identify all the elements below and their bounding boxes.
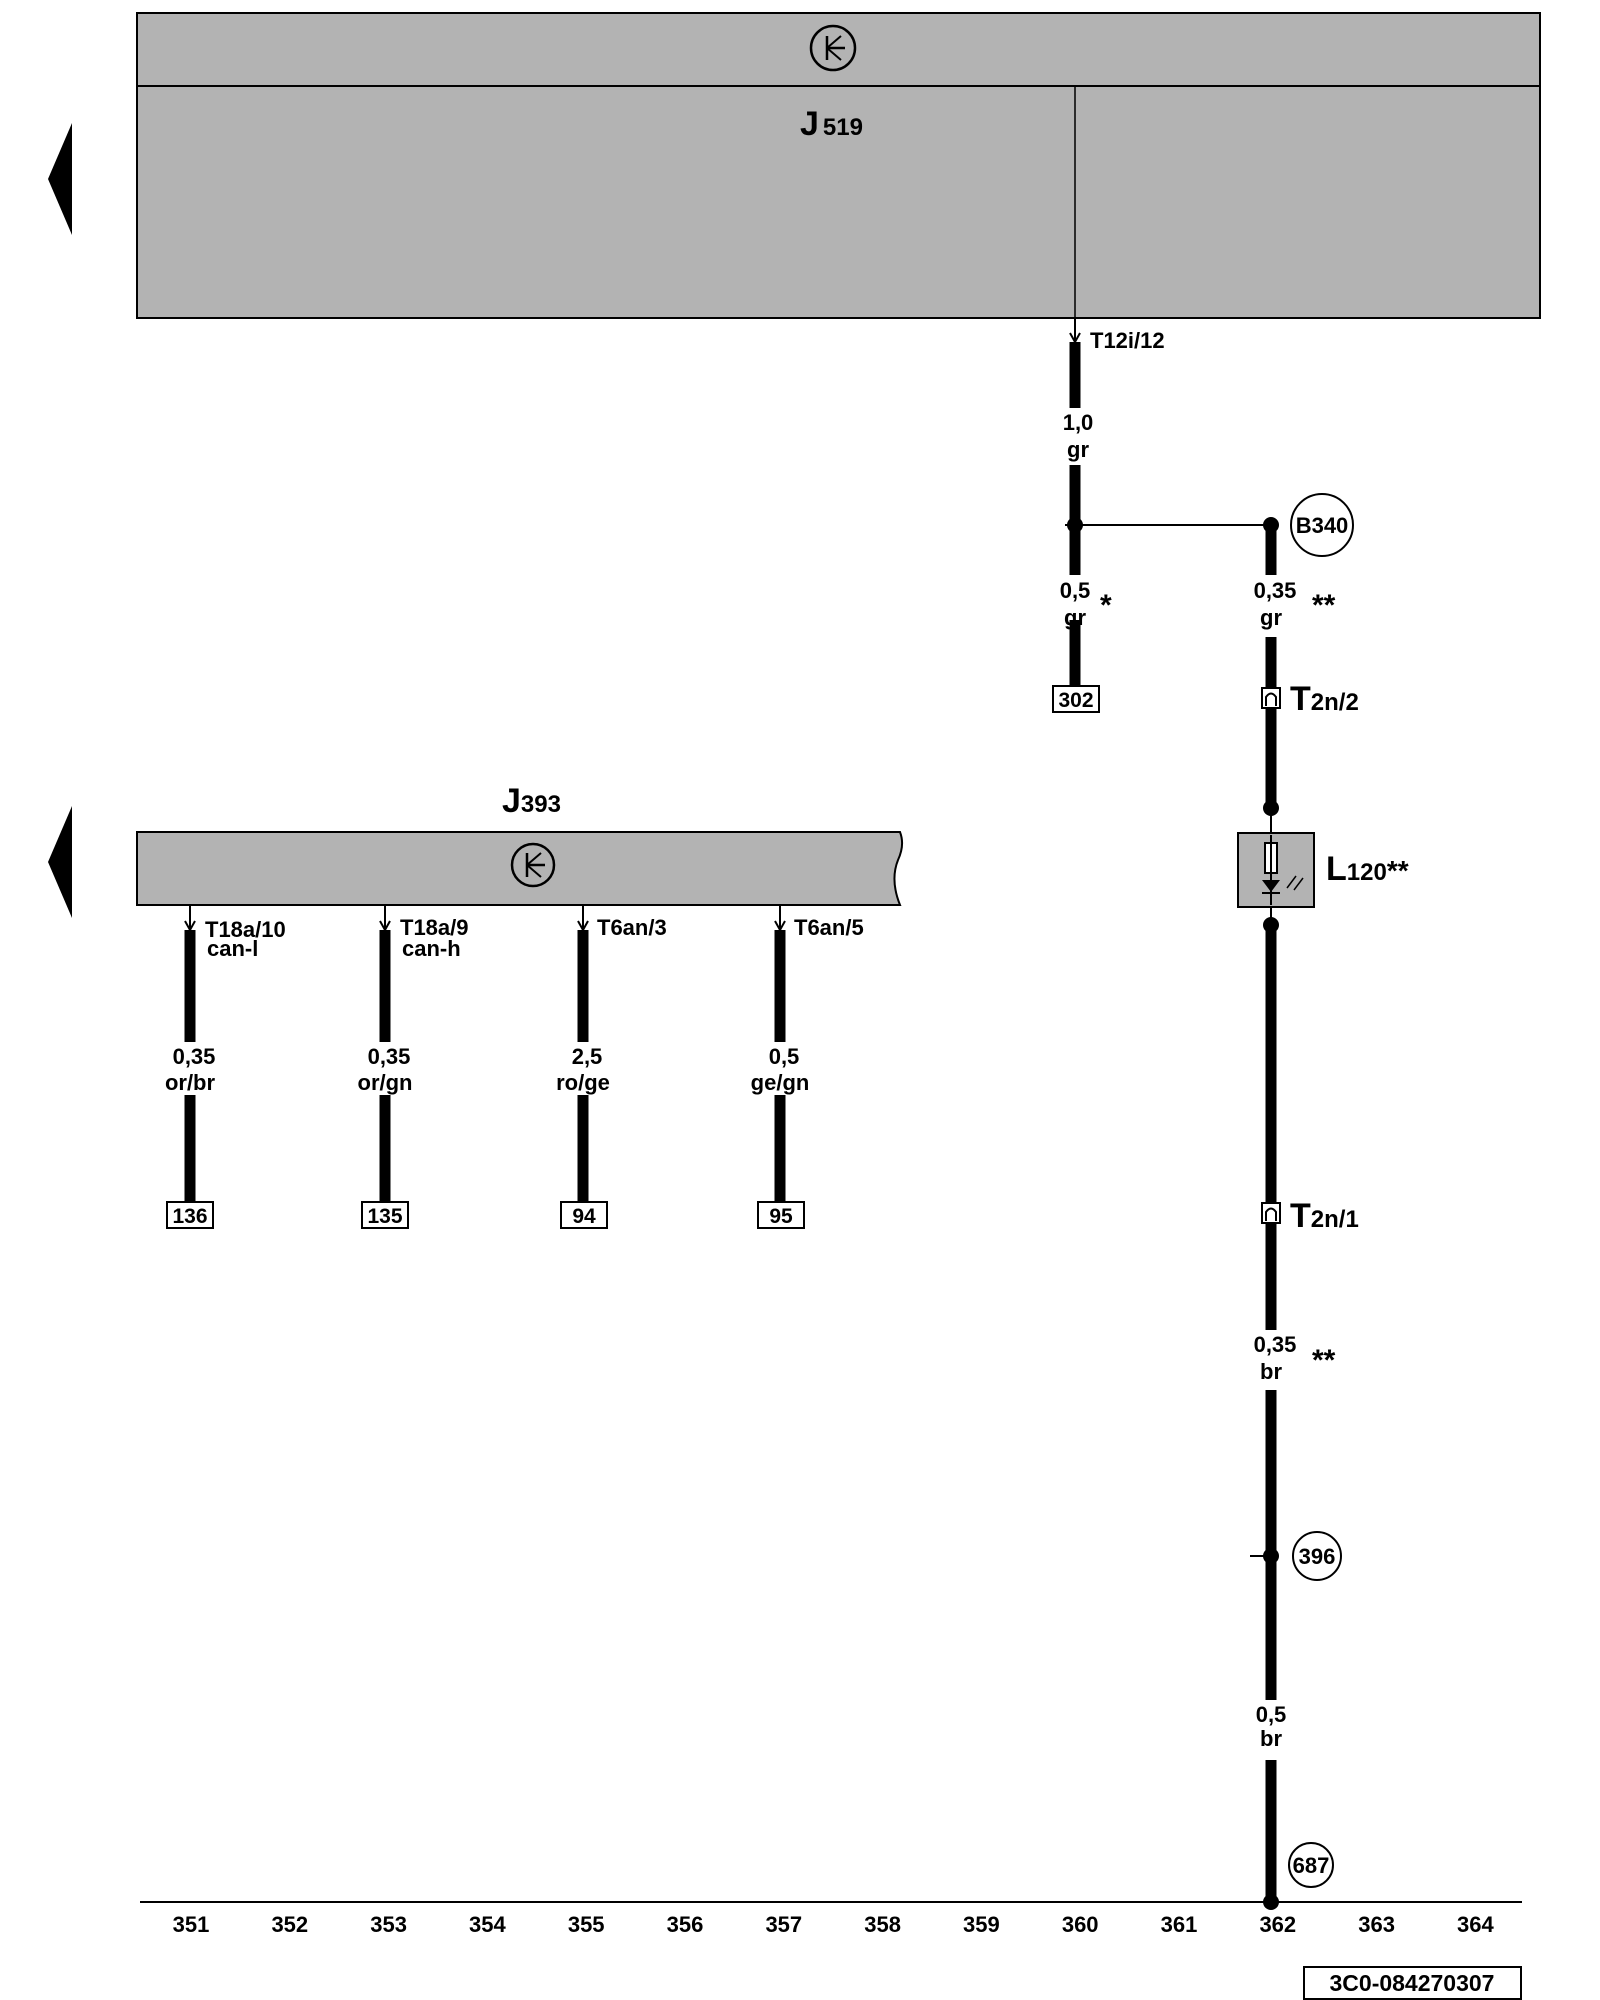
wire-color-main: gr: [1067, 437, 1089, 462]
wire-size-br2: 0,5: [1256, 1702, 1287, 1727]
connector-t2n-2-label: T2n/2: [1290, 680, 1359, 718]
wire-color-br2: br: [1260, 1726, 1282, 1751]
can-wire: T6an/5 0,5 ge/gn 95: [751, 905, 864, 1229]
scale-number: 351: [173, 1912, 210, 1937]
connector-t2n-2-icon: [1261, 687, 1281, 709]
scale-number: 352: [271, 1912, 308, 1937]
ref-circle-b340[interactable]: [1290, 493, 1354, 557]
ref-box-label[interactable]: 135: [367, 1205, 402, 1228]
wire-mark-302: *: [1100, 589, 1112, 622]
can-wire: T6an/3 2,5 ro/ge 94: [556, 905, 667, 1229]
can-wire-color: or/gn: [358, 1070, 413, 1095]
lamp-l120: [1237, 832, 1315, 908]
nav-arrow-left-icon-lower[interactable]: [48, 806, 72, 918]
l120-label: L120**: [1326, 850, 1409, 888]
scale-number: 361: [1161, 1912, 1198, 1937]
can-wire: T18a/10 can-l 0,35 or/br 136: [165, 905, 286, 1229]
ref-box-label[interactable]: 136: [172, 1205, 207, 1228]
scale-number: 360: [1062, 1912, 1099, 1937]
ref-box-302[interactable]: [1052, 685, 1100, 713]
can-wire-size: 0,5: [769, 1044, 800, 1069]
ref-box-label[interactable]: 95: [769, 1205, 793, 1228]
scale-number: 356: [667, 1912, 704, 1937]
connector-t2n-1-label: T2n/1: [1290, 1197, 1359, 1235]
wire-mark-b340: **: [1312, 589, 1336, 622]
doc-id: 3C0-084270307: [1330, 1970, 1495, 1996]
can-wire-size: 0,35: [173, 1044, 216, 1069]
can-wire: T18a/9 can-h 0,35 or/gn 135: [358, 905, 469, 1229]
ref-302-label[interactable]: 302: [1058, 689, 1093, 712]
can-wire-color: ro/ge: [556, 1070, 610, 1095]
j393-module: J393: [136, 782, 904, 906]
ref-box-label[interactable]: 94: [572, 1205, 596, 1228]
scale-number: 358: [864, 1912, 901, 1937]
scale-number: 362: [1259, 1912, 1296, 1937]
ref-box[interactable]: [757, 1201, 805, 1229]
wire-b340-chain: B340 0,35 gr ** T2n/2 L120**: [1237, 493, 1409, 1910]
ref-b340-label[interactable]: B340: [1296, 513, 1349, 538]
can-wire-size: 0,35: [368, 1044, 411, 1069]
connector-t2n-1-icon: [1261, 1202, 1281, 1224]
scale-number: 363: [1358, 1912, 1395, 1937]
ref-396-label[interactable]: 396: [1299, 1544, 1336, 1569]
wire-size-br1: 0,35: [1254, 1332, 1297, 1357]
wire-mark-br1: **: [1312, 1344, 1336, 1377]
wire-color-b340: gr: [1260, 605, 1282, 630]
doc-id-box: [1303, 1966, 1522, 2000]
can-wire-pin: T18a/9: [400, 915, 469, 940]
wire-to-302: 0,5 gr * 302: [1052, 525, 1112, 713]
scale-number: 359: [963, 1912, 1000, 1937]
nav-arrow-left-icon[interactable]: [48, 123, 72, 235]
scale-number: 364: [1457, 1912, 1494, 1937]
ref-box[interactable]: [166, 1201, 214, 1229]
scale-number: 357: [765, 1912, 802, 1937]
can-wire-size: 2,5: [572, 1044, 603, 1069]
j393-label: J393: [502, 782, 561, 820]
can-wire-pin: T6an/3: [597, 915, 667, 940]
can-wire-signal: can-h: [402, 936, 461, 961]
wire-size-main: 1,0: [1063, 410, 1094, 435]
can-wire-color: or/br: [165, 1070, 216, 1095]
connector-t12i-12-label: T12i/12: [1090, 328, 1165, 353]
can-wire-color: ge/gn: [751, 1070, 810, 1095]
control-unit-icon: [809, 24, 857, 72]
wire-color-br1: br: [1260, 1359, 1282, 1384]
ref-box[interactable]: [361, 1201, 409, 1229]
scale-number: 355: [568, 1912, 605, 1937]
scale-number: 354: [469, 1912, 506, 1937]
wire-size-b340: 0,35: [1254, 578, 1297, 603]
scale-number: 353: [370, 1912, 407, 1937]
control-unit-icon: [510, 842, 556, 888]
bottom-scale: 351 352 353 354 355 356 357 358 359 360 361 362 363 3…: [173, 1912, 1495, 1937]
can-wire-pin: T6an/5: [794, 915, 864, 940]
wire-t12i-12: T12i/12 1,0 gr: [1063, 318, 1270, 690]
ref-687-label[interactable]: 687: [1293, 1853, 1330, 1878]
ref-circle-687[interactable]: [1288, 1842, 1334, 1888]
wire-size-302: 0,5: [1060, 578, 1091, 603]
can-wire-pin: T18a/10: [205, 917, 286, 942]
can-wire-signal: can-l: [207, 936, 258, 961]
ref-circle-396[interactable]: [1292, 1531, 1342, 1581]
wire-color-302: gr: [1064, 605, 1086, 630]
ref-box[interactable]: [560, 1201, 608, 1229]
